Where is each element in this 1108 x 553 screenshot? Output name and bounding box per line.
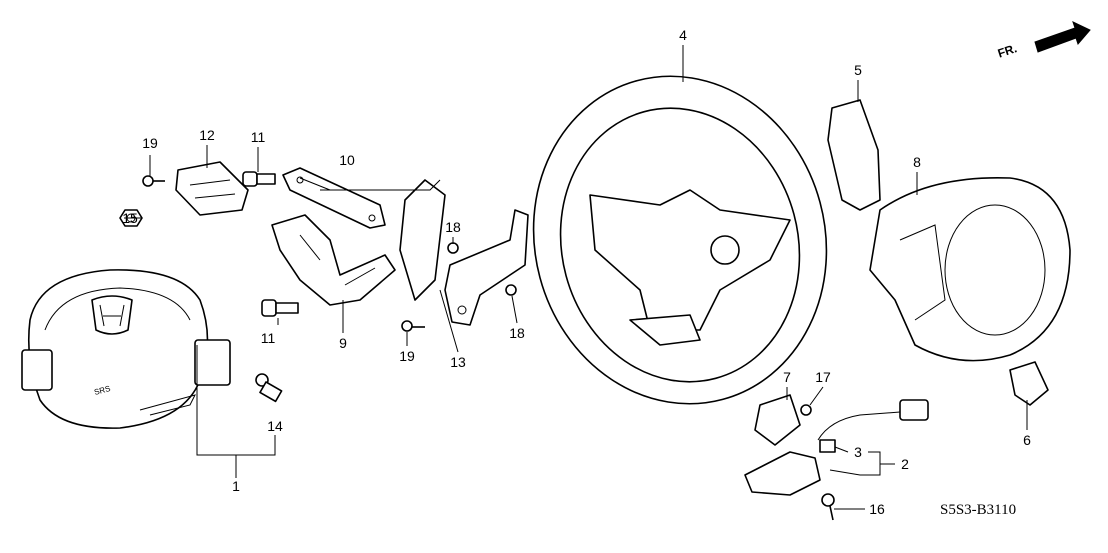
front-direction-label: FR. — [996, 41, 1019, 60]
front-direction-arrow-icon — [1034, 21, 1091, 53]
callout-1: 1 — [232, 478, 240, 494]
callout-3: 3 — [854, 444, 862, 460]
callout-8: 8 — [913, 154, 921, 170]
callout-16: 16 — [869, 501, 885, 517]
callout-15: 15 — [122, 210, 138, 226]
rear-cover-8 — [869, 176, 1071, 362]
bracket-9 — [271, 214, 396, 306]
callout-7: 7 — [783, 369, 791, 385]
bolt-19 — [142, 175, 165, 187]
airbag-module: SRS — [21, 269, 231, 429]
leader-lines — [124, 45, 1028, 510]
switch-3 — [744, 399, 929, 496]
screw-18b — [505, 284, 517, 296]
callout-5: 5 — [854, 62, 862, 78]
cover-5 — [827, 99, 881, 211]
callout-18: 18 — [509, 325, 525, 341]
callout-12: 12 — [199, 127, 215, 143]
callout-14: 14 — [267, 418, 283, 434]
callout-18: 18 — [445, 219, 461, 235]
cover-6 — [1009, 361, 1049, 406]
screw-19b — [401, 320, 425, 332]
bracket-plate — [399, 179, 446, 301]
callout-19: 19 — [142, 135, 158, 151]
bracket-10 — [282, 167, 386, 229]
callout-11: 11 — [251, 129, 266, 145]
bracket-7 — [754, 394, 801, 446]
callout-13: 13 — [450, 354, 466, 370]
callout-10: 10 — [339, 152, 355, 168]
svg-text:SRS: SRS — [93, 384, 111, 397]
bracket-13 — [444, 209, 529, 326]
diagram-code: S5S3-B3110 — [940, 502, 1016, 518]
callout-9: 9 — [339, 335, 347, 351]
steering-wheel — [532, 75, 828, 405]
bolt-11a — [242, 171, 276, 187]
callout-11: 11 — [261, 330, 276, 346]
callout-17: 17 — [815, 369, 831, 385]
bolt-14 — [255, 373, 283, 403]
callout-6: 6 — [1023, 432, 1031, 448]
callout-2: 2 — [901, 456, 909, 472]
bracket-12 — [175, 161, 249, 216]
screw-18a — [447, 242, 459, 254]
screw-17 — [800, 404, 812, 416]
callout-4: 4 — [679, 27, 687, 43]
bolt-11b — [261, 299, 299, 317]
screw-16 — [821, 493, 835, 521]
callout-19: 19 — [399, 348, 415, 364]
